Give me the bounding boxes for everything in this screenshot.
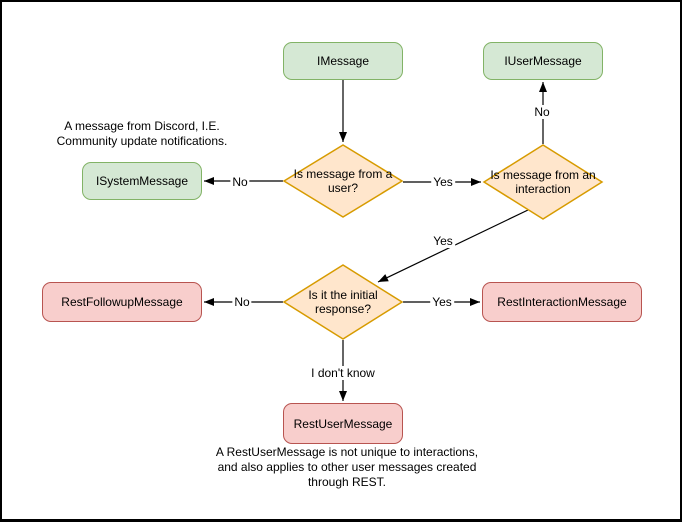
node-restfollowupmessage: RestFollowupMessage: [42, 282, 202, 322]
diamond-shape: [282, 264, 404, 340]
note-line: Community update notifications.: [56, 134, 228, 148]
node-restinteractionmessage: RestInteractionMessage: [482, 282, 642, 322]
edge-label-initial-yes: Yes: [430, 295, 454, 309]
decision-is-message-from-user-label: Is message from a user?: [293, 167, 393, 195]
decision-is-initial-response: Is it the initial response?: [282, 264, 404, 340]
decision-is-message-from-interaction-label: Is message from an interaction: [490, 168, 596, 196]
edge-label-initial-unknown: I don't know: [309, 366, 377, 380]
rest-user-message-note: A RestUserMessage is not unique to inter…: [167, 445, 527, 490]
node-restusermessage: RestUserMessage: [283, 403, 403, 444]
decision-is-message-from-interaction: Is message from an interaction: [482, 144, 604, 220]
node-imessage: IMessage: [283, 42, 403, 80]
node-restinteractionmessage-label: RestInteractionMessage: [497, 295, 627, 309]
node-isystemmessage: ISystemMessage: [82, 162, 202, 200]
node-isystemmessage-label: ISystemMessage: [95, 174, 189, 188]
edge-label-user-yes: Yes: [431, 175, 455, 189]
node-iusermessage: IUserMessage: [483, 42, 603, 80]
edge-label-interaction-yes: Yes: [431, 234, 455, 248]
diamond-shape: [482, 144, 604, 220]
node-restusermessage-label: RestUserMessage: [293, 416, 393, 431]
edge-label-initial-no: No: [232, 295, 252, 309]
edge-label-user-no: No: [230, 175, 250, 189]
diamond-shape: [282, 144, 404, 218]
note-line: A RestUserMessage is not unique to inter…: [215, 445, 479, 459]
note-line: A message from Discord, I.E.: [64, 119, 220, 133]
node-restfollowupmessage-label: RestFollowupMessage: [61, 295, 183, 309]
decision-is-initial-response-label: Is it the initial response?: [308, 288, 378, 316]
note-line: and also applies to other user messages …: [217, 460, 477, 474]
system-message-note: A message from Discord, I.E. Community u…: [37, 119, 247, 149]
node-imessage-label: IMessage: [316, 54, 370, 68]
edge-label-interaction-no: No: [532, 105, 552, 119]
node-iusermessage-label: IUserMessage: [504, 54, 582, 68]
decision-is-message-from-user: Is message from a user?: [282, 144, 404, 218]
note-line: through REST.: [307, 475, 387, 489]
